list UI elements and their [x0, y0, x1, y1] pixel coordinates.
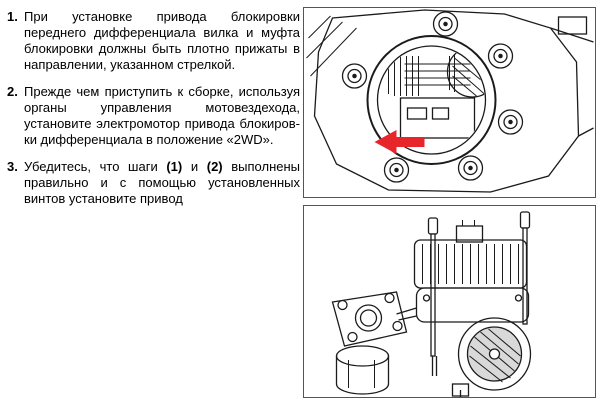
instruction-text: При установке привода блокировки передне… [24, 9, 300, 72]
instruction-number: 3. [7, 159, 18, 174]
step-ref-2: (2) [206, 159, 223, 174]
step-ref-1: (1) [166, 159, 183, 174]
instruction-text-part: выполнены правильно и с помощью установл… [24, 159, 300, 206]
bolt-boss-icons [341, 11, 524, 183]
differential-housing-drawing-icon [306, 9, 594, 193]
instruction-item-3: 3. Убедитесь, что шаги (1) и (2) выполне… [7, 159, 300, 207]
instructions-list: 1. При установке привода блокировки пере… [7, 9, 300, 218]
actuator-assembly-drawing-icon [331, 211, 532, 397]
instruction-item-2: 2. Прежде чем приступить к сборке, ис­по… [7, 84, 300, 148]
instruction-text: Убедитесь, что шаги (1) и (2) выполнены … [24, 159, 300, 207]
figure-actuator-assembly [303, 205, 596, 398]
figure-differential-housing [303, 7, 596, 198]
red-direction-arrow-icon [374, 130, 425, 154]
instruction-text-part: и [182, 159, 207, 174]
instruction-number: 1. [7, 9, 18, 24]
instruction-number: 2. [7, 84, 18, 99]
instruction-item-1: 1. При установке привода блокировки пере… [7, 9, 300, 73]
instruction-text: Прежде чем приступить к сборке, ис­польз… [24, 84, 300, 147]
instruction-text-part: Убедитесь, что шаги [24, 159, 167, 174]
figures-column [303, 7, 596, 405]
